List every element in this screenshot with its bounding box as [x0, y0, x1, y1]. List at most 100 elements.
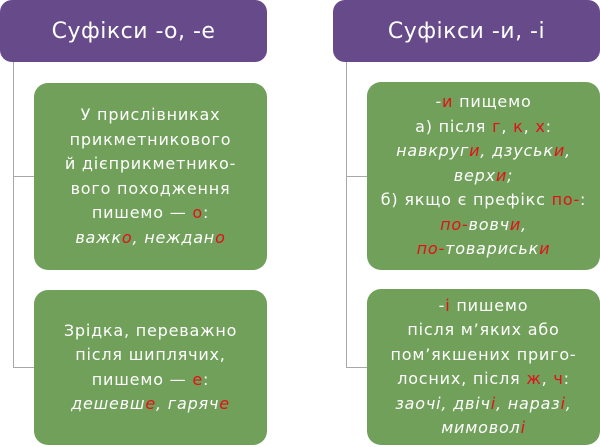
text-segment: верх — [453, 165, 496, 185]
text-segment: пишемо — — [91, 369, 193, 389]
text-segment: ; — [507, 165, 514, 185]
text-segment: після шиплячих, — [75, 345, 226, 364]
highlighted-suffix: и — [495, 165, 508, 185]
text-segment: - — [438, 295, 446, 315]
highlighted-suffix: и — [469, 141, 481, 161]
text-segment: а) після — [415, 116, 493, 136]
highlighted-suffix: по- — [440, 214, 469, 234]
text-segment: заочі, двіч — [395, 393, 491, 413]
text-segment: прикметникового — [69, 129, 232, 149]
highlighted-suffix: і — [520, 418, 526, 437]
card-text-line: навкруги, дзуськи, — [396, 139, 571, 164]
card-text-line: по-вовчи, — [440, 213, 527, 238]
left-connector-vertical — [13, 62, 14, 368]
card-text-line: -і пишемо — [439, 294, 529, 319]
highlighted-suffix: и — [509, 214, 522, 234]
text-segment: : — [545, 116, 552, 136]
text-segment: : — [202, 203, 210, 222]
text-segment: мимовол — [441, 418, 521, 437]
card-text-line: -и пищемо — [435, 90, 531, 115]
text-segment: товариськ — [445, 239, 540, 259]
text-segment: Зрідка, переважно — [63, 320, 238, 340]
card-text-line: по-товариськи — [417, 237, 551, 262]
card-text-line: прикметникового — [70, 128, 232, 153]
card-text-line: вого походження — [71, 177, 231, 202]
highlighted-suffix: ж — [526, 369, 542, 388]
highlighted-suffix: и — [539, 239, 551, 259]
text-segment: пишемо — — [91, 203, 193, 222]
highlighted-suffix: к — [513, 116, 524, 136]
highlighted-suffix: е — [192, 369, 204, 389]
highlighted-suffix: о — [192, 203, 203, 222]
highlighted-suffix: и — [442, 92, 454, 112]
highlighted-suffix: і — [560, 393, 566, 413]
highlighted-suffix: о — [215, 227, 226, 247]
text-segment: , гаряч — [156, 394, 220, 413]
highlighted-suffix: е — [145, 394, 157, 413]
left-connector-branch-2 — [13, 367, 34, 368]
card-text-line: мимоволі — [441, 416, 526, 441]
text-segment: , неждан — [132, 227, 216, 247]
highlighted-suffix: х — [535, 116, 546, 136]
text-segment: У прислівниках — [80, 105, 221, 124]
card-text-line: а) після г, к, х: — [415, 115, 552, 140]
card-text-line: важко, неждано — [75, 226, 225, 251]
text-segment: пишемо — [450, 295, 529, 315]
highlighted-suffix: ч — [553, 369, 564, 388]
left-card-adjective-adverbs: У прислівниках прикметникового й дієприкме… — [34, 83, 267, 270]
text-segment: після м’яких або — [407, 320, 560, 339]
card-text-line: після шиплячих, — [75, 343, 225, 368]
text-segment: вовч — [468, 214, 510, 234]
card-text-line: після м’яких або — [407, 318, 559, 343]
card-text-line: У прислівниках — [81, 103, 221, 128]
card-text-line: заочі, двічі, наразі, — [395, 392, 571, 417]
text-segment: : — [563, 369, 570, 388]
text-segment: пом’якшених приго- — [390, 344, 577, 364]
highlighted-suffix: г — [492, 116, 502, 136]
left-connector-branch-1 — [13, 176, 34, 177]
text-segment: , нараз — [495, 393, 561, 413]
card-text-line: верхи; — [454, 164, 514, 189]
card-text-line: пишемо — о: — [92, 201, 209, 226]
text-segment: , дзуськ — [480, 141, 554, 161]
right-header-title: Суфікси -и, -і — [387, 18, 546, 44]
highlighted-suffix: і — [445, 295, 451, 315]
highlighted-suffix: е — [219, 394, 230, 413]
right-connector-branch-2 — [346, 367, 367, 368]
card-text-line: й дієприкметнико- — [65, 152, 236, 177]
highlighted-suffix: і — [490, 393, 496, 413]
left-header: Суфікси -о, -е — [0, 0, 267, 62]
text-segment: , — [565, 393, 572, 413]
card-text-line: пишемо — е: — [92, 368, 209, 393]
left-card-after-sibilants: Зрідка, переважно після шиплячих, пишемо —… — [34, 290, 267, 445]
text-segment: навкруг — [396, 141, 470, 161]
card-text-line: Зрідка, переважно — [64, 319, 237, 344]
text-segment: , — [501, 116, 514, 136]
text-segment: : — [203, 369, 210, 389]
text-segment: : — [580, 190, 587, 210]
right-connector-vertical — [346, 62, 347, 368]
text-segment: лосних, після — [397, 369, 527, 388]
left-header-title: Суфікси -о, -е — [51, 18, 216, 44]
highlighted-suffix: и — [553, 141, 566, 161]
text-segment: , — [541, 369, 554, 388]
text-segment: пищемо — [453, 92, 532, 112]
text-segment: вого походження — [70, 178, 231, 198]
text-segment: , — [523, 116, 536, 136]
card-text-line: дешевше, гаряче — [71, 392, 230, 417]
text-segment: - — [435, 92, 443, 112]
text-segment: , — [521, 214, 527, 234]
text-segment: й дієприкметнико- — [64, 154, 237, 173]
right-header: Суфікси -и, -і — [333, 0, 600, 62]
text-segment: , — [565, 141, 571, 161]
right-connector-branch-1 — [346, 176, 367, 177]
text-segment: б) якщо є префікс — [380, 190, 552, 210]
text-segment: важк — [75, 227, 122, 247]
highlighted-suffix: по- — [551, 190, 581, 210]
card-text-line: б) якщо є префікс по-: — [381, 188, 586, 213]
highlighted-suffix: по- — [416, 239, 446, 259]
text-segment: дешевш — [71, 394, 146, 413]
highlighted-suffix: о — [121, 227, 133, 247]
